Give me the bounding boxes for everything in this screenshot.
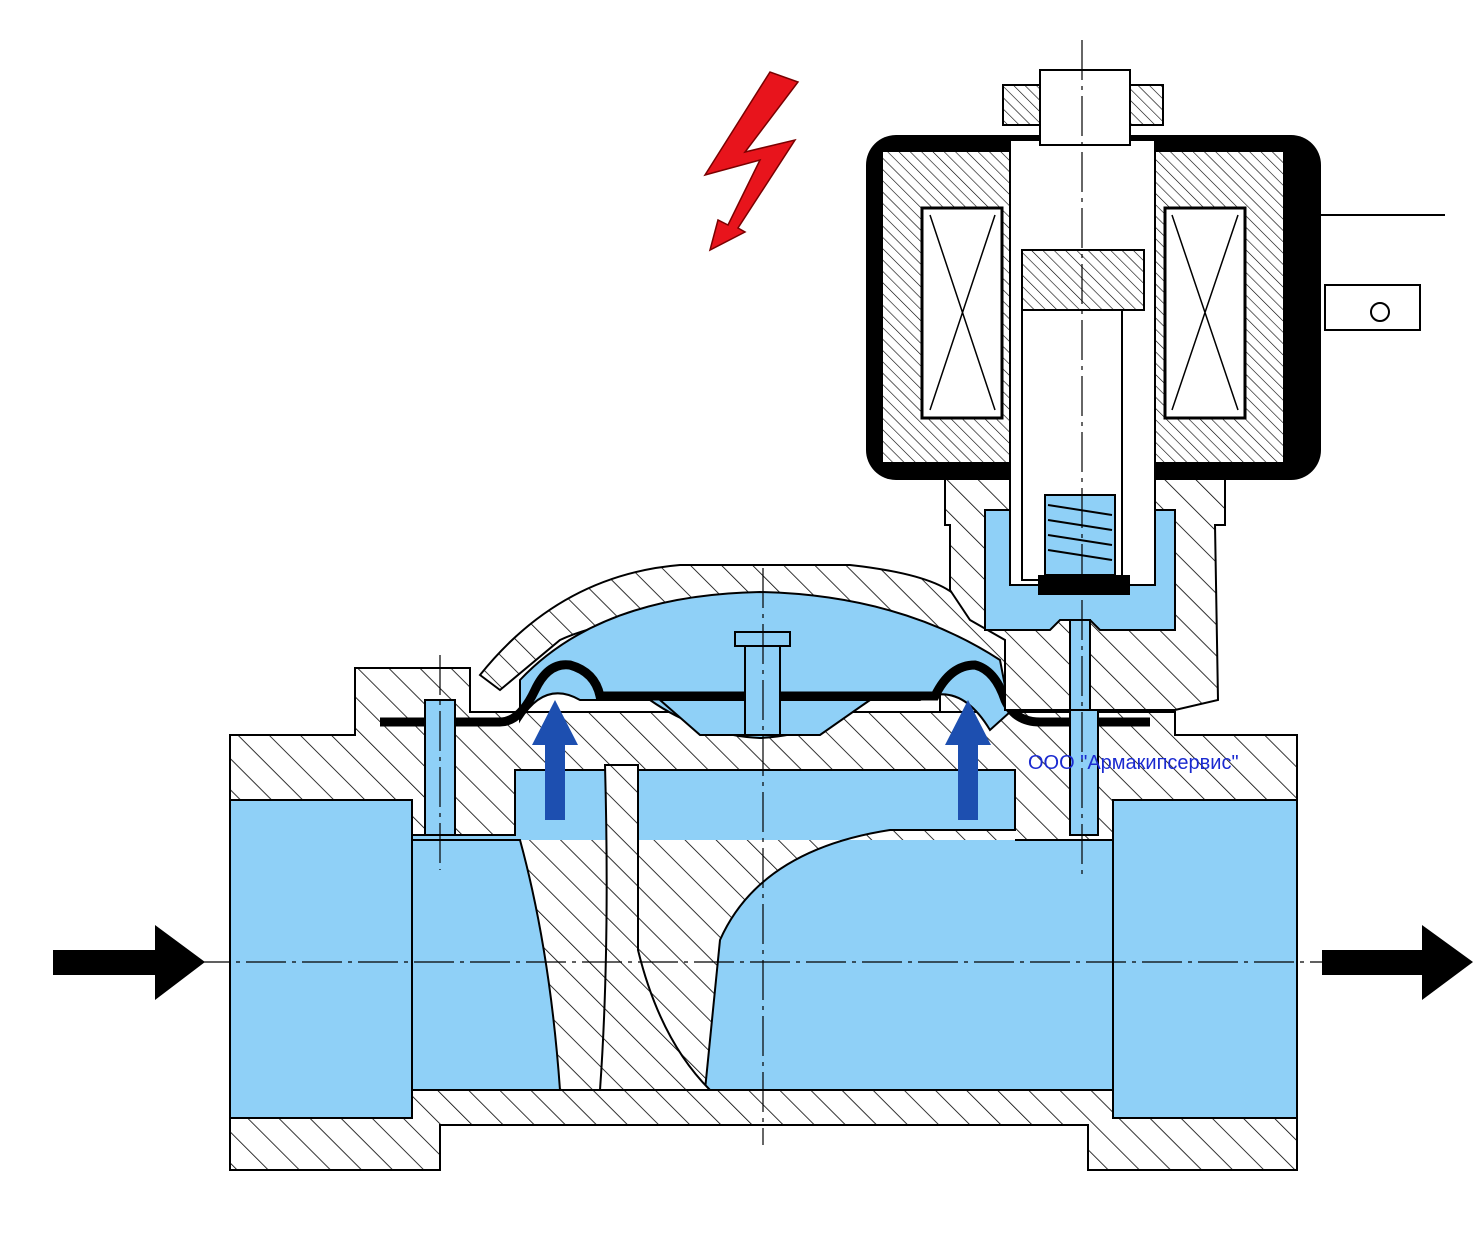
coil-cross-left bbox=[929, 214, 996, 411]
spring-coils bbox=[1047, 504, 1113, 561]
terminal-screw bbox=[1370, 302, 1390, 322]
flow-out-arrow-icon bbox=[1322, 925, 1473, 1000]
pilot-pin bbox=[1069, 619, 1091, 711]
terminal bbox=[1320, 214, 1445, 331]
flow-in-arrow-icon bbox=[53, 925, 205, 1000]
coil-cross-right bbox=[1171, 214, 1239, 411]
inlet-port bbox=[229, 799, 413, 1119]
diaphragm-lift-arrow-icon bbox=[945, 700, 991, 820]
tube-cap bbox=[1039, 69, 1131, 146]
plug-nut bbox=[1021, 249, 1145, 311]
separator-wall bbox=[598, 764, 713, 1091]
company-caption: ООО "Армакипсервис" bbox=[1028, 752, 1239, 774]
plunger-seal bbox=[1038, 575, 1130, 595]
diaphragm-lift-arrow-icon bbox=[532, 700, 578, 820]
centerlines bbox=[190, 40, 1330, 1145]
lightning-bolt-icon bbox=[703, 71, 800, 252]
outlet-port bbox=[1112, 799, 1298, 1119]
spring bbox=[1044, 494, 1116, 576]
